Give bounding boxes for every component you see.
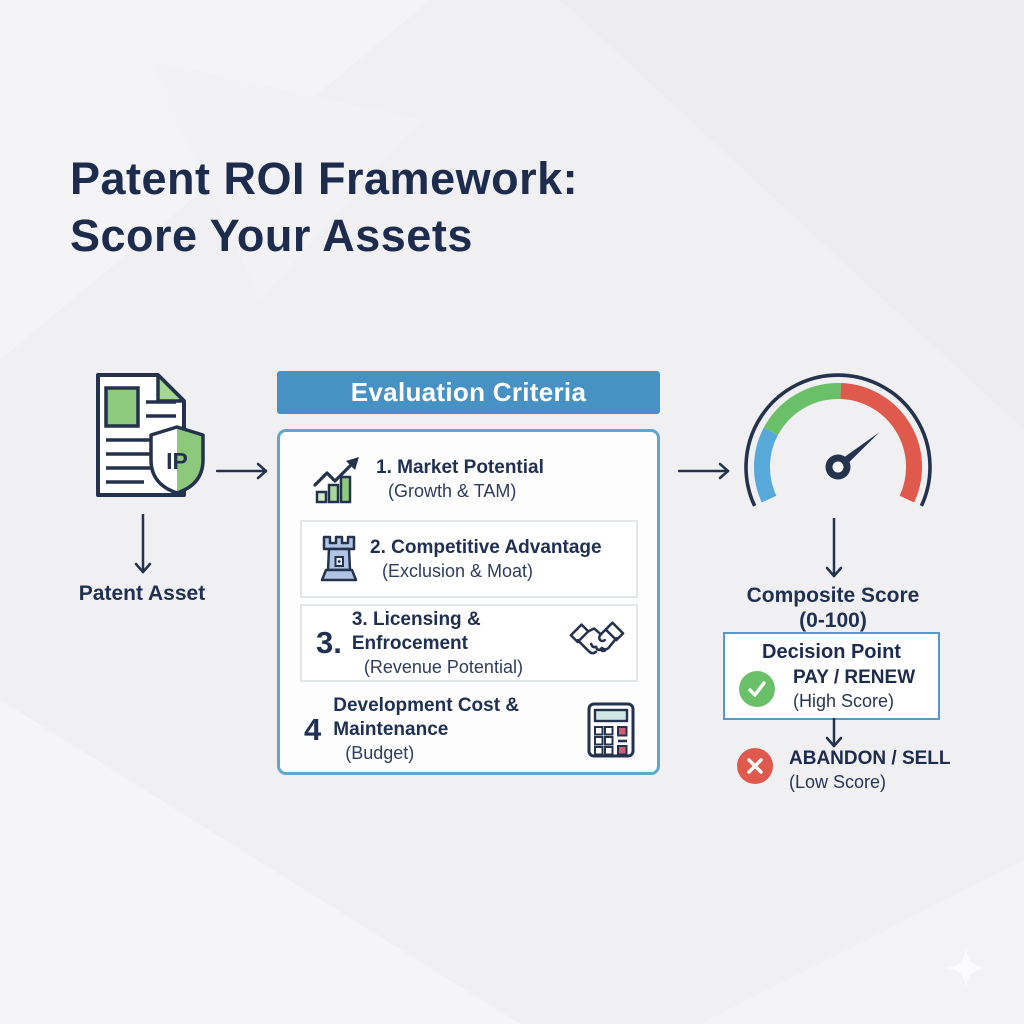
arrow-right-icon	[678, 462, 730, 480]
gauge-icon	[744, 373, 932, 507]
handshake-icon	[569, 621, 625, 655]
decision-positive: PAY / RENEW (High Score)	[793, 666, 915, 713]
arrow-right-icon	[216, 462, 268, 480]
evaluation-header-label: Evaluation Criteria	[350, 377, 587, 407]
criterion-subtitle: (Growth & TAM)	[388, 480, 517, 501]
arrow-down-icon	[134, 514, 152, 574]
criterion-market-potential: 1. Market Potential (Growth & TAM)	[310, 452, 544, 506]
ip-shield-icon: IP	[149, 425, 205, 495]
page-title-line2: Score Your Assets	[70, 210, 473, 261]
criterion-number: 4	[304, 711, 322, 747]
composite-score-title: Composite Score	[746, 584, 920, 607]
page-title: Patent ROI Framework: Score Your Assets	[70, 150, 710, 264]
decision-negative-subtitle: (Low Score)	[789, 772, 887, 792]
decision-positive-title: PAY / RENEW	[793, 667, 916, 688]
arrow-down-icon	[825, 718, 843, 748]
growth-chart-icon	[313, 457, 359, 504]
arrow-down-icon	[825, 518, 843, 578]
criterion-title: 3. Licensing & Enfrocement	[351, 608, 481, 654]
check-circle-icon	[739, 671, 775, 707]
evaluation-box: 1. Market Potential (Growth & TAM) 2. Co…	[277, 429, 660, 775]
evaluation-header: Evaluation Criteria	[277, 371, 660, 414]
shield-ip-text: IP	[166, 448, 188, 474]
castle-icon	[320, 535, 358, 582]
criterion-licensing-enforcement: 3. 3. Licensing & Enfrocement (Revenue P…	[300, 604, 638, 682]
page-title-line1: Patent ROI Framework:	[70, 153, 579, 204]
criterion-number: 3.	[316, 625, 342, 660]
decision-negative: ABANDON / SELL (Low Score)	[789, 747, 951, 794]
decision-positive-subtitle: (High Score)	[793, 691, 895, 711]
x-circle-icon	[737, 748, 773, 784]
decision-box: Decision Point PAY / RENEW (High Score)	[723, 632, 940, 720]
criterion-subtitle: (Exclusion & Moat)	[382, 560, 534, 581]
sparkle-icon	[946, 948, 986, 988]
decision-header: Decision Point	[762, 641, 901, 663]
patent-asset-label: Patent Asset	[78, 582, 206, 605]
composite-score-label: Composite Score (0-100)	[733, 583, 933, 633]
calculator-icon	[587, 702, 635, 757]
criterion-title: Development Cost & Maintenance	[333, 695, 520, 740]
criterion-title: 1. Market Potential	[376, 456, 544, 478]
composite-score-range: (0-100)	[799, 609, 867, 632]
criterion-title: 2. Competitive Advantage	[370, 536, 602, 558]
criterion-competitive-advantage: 2. Competitive Advantage (Exclusion & Mo…	[300, 520, 638, 598]
criterion-development-cost: 4 Development Cost & Maintenance (Budget…	[300, 694, 638, 765]
decision-negative-title: ABANDON / SELL	[789, 748, 951, 769]
criterion-subtitle: (Revenue Potential)	[363, 656, 523, 677]
criterion-subtitle: (Budget)	[345, 743, 415, 763]
